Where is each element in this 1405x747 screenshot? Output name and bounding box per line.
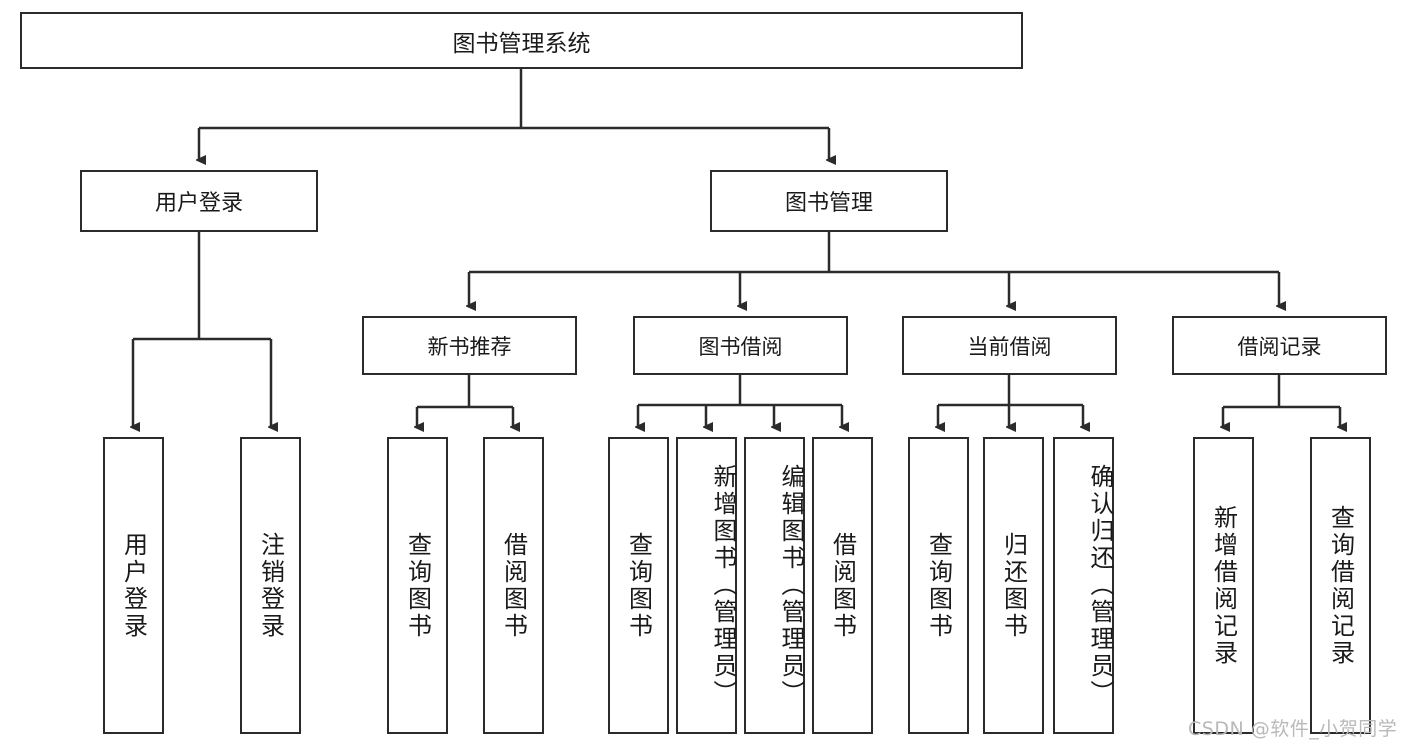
node-leaf-add-record[interactable]: 新增借阅记录: [1193, 437, 1254, 734]
node-leaf-user-login[interactable]: 用户登录: [103, 437, 164, 734]
node-leaf-confirm-return[interactable]: 确认归还（管理员）: [1053, 437, 1114, 734]
node-borrow-record[interactable]: 借阅记录: [1172, 316, 1387, 375]
node-leaf-return-book[interactable]: 归还图书: [983, 437, 1044, 734]
node-leaf-query-book-3[interactable]: 查询图书: [908, 437, 969, 734]
node-current-borrow[interactable]: 当前借阅: [902, 316, 1117, 375]
node-leaf-query-record[interactable]: 查询借阅记录: [1310, 437, 1371, 734]
node-leaf-logout[interactable]: 注销登录: [240, 437, 301, 734]
node-book-manage[interactable]: 图书管理: [710, 170, 948, 232]
node-leaf-borrow-book-2[interactable]: 借阅图书: [812, 437, 873, 734]
node-leaf-edit-book[interactable]: 编辑图书（管理员）: [744, 437, 805, 734]
node-new-book-rec[interactable]: 新书推荐: [362, 316, 577, 375]
node-leaf-query-book-2[interactable]: 查询图书: [608, 437, 669, 734]
node-root[interactable]: 图书管理系统: [20, 12, 1023, 69]
node-leaf-query-book-1[interactable]: 查询图书: [387, 437, 448, 734]
node-user-login[interactable]: 用户登录: [80, 170, 318, 232]
node-leaf-borrow-book-1[interactable]: 借阅图书: [483, 437, 544, 734]
csdn-watermark: CSDN @软件_小贺同学: [1188, 718, 1398, 740]
node-leaf-add-book[interactable]: 新增图书（管理员）: [676, 437, 737, 734]
node-book-borrow[interactable]: 图书借阅: [633, 316, 848, 375]
